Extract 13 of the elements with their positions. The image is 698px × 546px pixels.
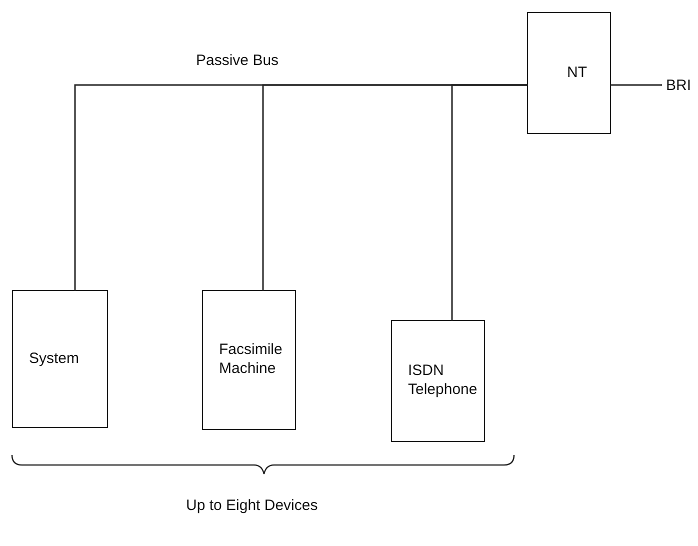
device-box [527, 12, 611, 134]
brace-label: Up to Eight Devices [186, 497, 318, 514]
node-label: ISDN Telephone [408, 362, 478, 400]
device-box [12, 290, 108, 428]
node-label: BRI [666, 76, 692, 94]
node-label: NT [567, 64, 587, 82]
bus-line [611, 84, 662, 86]
bus-line [451, 84, 527, 320]
node-label: System [29, 350, 80, 368]
device-box [391, 320, 485, 442]
device-box [202, 290, 296, 430]
bus-label: Passive Bus [196, 52, 279, 69]
node-label: Facsimile Machine [219, 341, 284, 379]
